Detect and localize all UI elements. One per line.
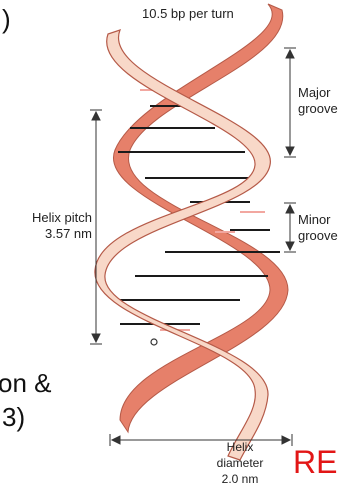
major-groove-arrow bbox=[284, 48, 296, 157]
minor-groove-label-2: groove bbox=[298, 228, 338, 243]
helix-pitch-label: Helix pitch bbox=[32, 210, 92, 225]
cropped-text-bottom-right: RE bbox=[293, 444, 337, 481]
helix-diameter-label: Helix bbox=[220, 440, 260, 454]
helix-pitch-value: 3.57 nm bbox=[45, 226, 92, 241]
cropped-text-low-left: 3) bbox=[2, 402, 25, 433]
helix-diameter-label-2: diameter bbox=[210, 456, 270, 470]
cropped-text-top-left: ) bbox=[2, 4, 11, 35]
major-groove-label: Major bbox=[298, 85, 331, 100]
minor-groove-arrow bbox=[284, 203, 296, 252]
minor-groove-label: Minor bbox=[298, 212, 331, 227]
marker-circle bbox=[151, 339, 157, 345]
helix-diameter-value: 2.0 nm bbox=[210, 472, 270, 486]
bp-per-turn-label: 10.5 bp per turn bbox=[142, 6, 234, 21]
cropped-text-mid-left: on & bbox=[0, 368, 52, 399]
major-groove-label-2: groove bbox=[298, 101, 338, 116]
diameter-arrow bbox=[110, 434, 292, 446]
